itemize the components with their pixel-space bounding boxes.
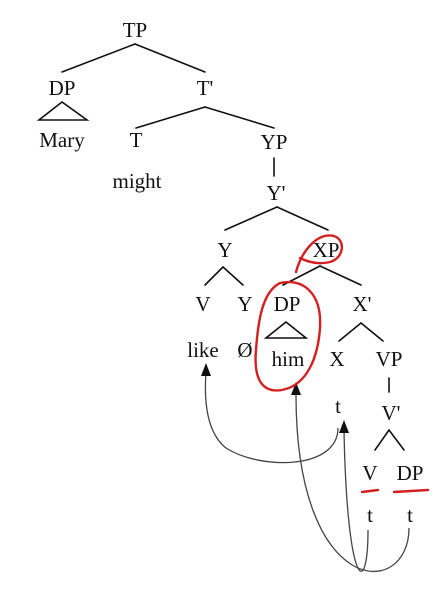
branch-ybar-y (224, 206, 278, 231)
node-y-bar: Y' (267, 181, 286, 205)
red-annotations (254, 234, 430, 494)
arrow-x-to-v (204, 371, 339, 464)
branch-ybar-xp (276, 206, 329, 231)
node-dp-subj: DP (49, 76, 76, 100)
branch-vbar-v (374, 429, 390, 451)
arrowhead-trace-x (339, 420, 349, 433)
branch-tbar-t (135, 106, 206, 129)
branch-xbar-vp (360, 322, 384, 342)
node-him: him (272, 347, 305, 371)
arrow-dp-to-dp (295, 391, 410, 572)
node-like: like (187, 338, 219, 362)
triangle-dp-subj (36, 100, 90, 121)
circle-xp (294, 234, 343, 274)
node-null-y: Ø (237, 338, 252, 362)
node-v-head: V (362, 461, 377, 485)
node-might: might (112, 169, 161, 193)
node-x-bar: X' (353, 292, 372, 316)
branch-tp-dp (61, 43, 136, 73)
branch-xbar-x (338, 322, 362, 342)
tree-branches (36, 43, 405, 451)
node-vp: VP (376, 347, 403, 371)
movement-arrows (204, 371, 410, 572)
arrow-heads (201, 363, 349, 433)
node-v-bar: V' (382, 401, 401, 425)
node-trace-x: t (335, 394, 341, 418)
node-y-head: Y (237, 292, 252, 316)
node-dp-low: DP (397, 461, 424, 485)
node-x-head: X (329, 347, 344, 371)
node-t-bar: T' (197, 76, 214, 100)
arrow-v-to-x (343, 429, 369, 572)
circle-dp-him (254, 280, 322, 392)
node-dp-obj: DP (274, 292, 301, 316)
underline-dp (392, 488, 430, 494)
branch-y-v (204, 266, 224, 286)
node-trace-v: t (367, 503, 373, 527)
node-mary: Mary (39, 128, 85, 152)
triangle-dp-obj (263, 320, 309, 339)
branch-xp-xbar (319, 265, 362, 286)
node-yp: YP (261, 130, 288, 154)
underline-v (360, 488, 380, 494)
node-trace-dp: t (407, 503, 413, 527)
node-y-complex: Y (217, 238, 232, 262)
branch-tbar-yp (204, 106, 275, 129)
node-tp: TP (123, 18, 148, 42)
branch-y-y (222, 266, 244, 286)
arrowhead-him (291, 382, 301, 395)
node-v-moved: V (195, 292, 210, 316)
node-xp: XP (313, 238, 340, 262)
branch-tp-tbar (134, 43, 206, 73)
tree-labels: TP DP T' Mary T YP might Y' Y XP V Y DP … (39, 18, 423, 527)
node-t-head: T (130, 128, 143, 152)
arrowhead-like (201, 363, 211, 376)
branch-vbar-dp (388, 429, 405, 451)
